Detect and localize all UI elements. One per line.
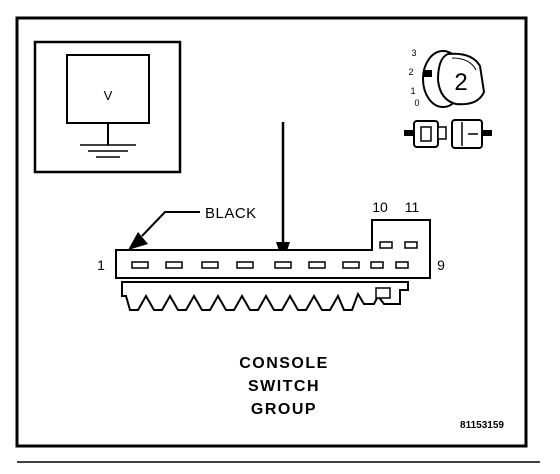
cavity <box>370 261 384 269</box>
pin-number-1: 1 <box>97 257 105 273</box>
cavity <box>131 261 149 269</box>
connector-outline <box>115 219 431 279</box>
cavity-row-lower <box>131 261 409 269</box>
plug-icon <box>404 119 492 149</box>
caption-line-2: SWITCH <box>248 378 320 395</box>
figure-code: 81153159 <box>460 420 504 431</box>
rotary-switch-icon: 3 2 1 0 2 <box>404 48 492 149</box>
voltmeter-label: V <box>104 88 113 103</box>
switch-knob <box>436 52 486 106</box>
position-label-1: 1 <box>410 86 415 96</box>
wire-color-leader <box>141 211 200 237</box>
ground-icon <box>80 144 136 158</box>
cavity <box>236 261 254 269</box>
cavity <box>404 241 418 249</box>
position-label-2: 2 <box>408 67 413 77</box>
cavity <box>308 261 326 269</box>
caption-line-1: CONSOLE <box>239 355 329 372</box>
pin-number-9: 9 <box>437 257 445 273</box>
voltmeter-inset: V <box>33 40 182 174</box>
terminal-fingers <box>121 281 409 311</box>
pin-number-11: 11 <box>405 199 420 215</box>
cavity <box>165 261 183 269</box>
cavity-row-upper <box>379 241 418 249</box>
connector <box>115 219 431 311</box>
cavity <box>342 261 360 269</box>
position-label-0: 0 <box>414 98 419 108</box>
cavity <box>201 261 219 269</box>
probe-arrow <box>276 122 290 262</box>
switch-pointer <box>424 70 432 77</box>
terminal-tab <box>375 287 391 299</box>
cavity <box>274 261 292 269</box>
switch-knob-label: 2 <box>454 69 467 96</box>
voltmeter-inset-frame <box>33 40 182 174</box>
voltmeter-icon <box>66 54 150 124</box>
position-label-3: 3 <box>411 48 416 58</box>
caption-line-3: GROUP <box>251 401 317 418</box>
outer-frame <box>15 16 528 448</box>
wire-color-label: BLACK <box>205 205 257 222</box>
cavity <box>379 241 393 249</box>
cavity <box>395 261 409 269</box>
wire-color-arrowhead <box>128 232 148 250</box>
pin-number-10: 10 <box>372 199 388 215</box>
